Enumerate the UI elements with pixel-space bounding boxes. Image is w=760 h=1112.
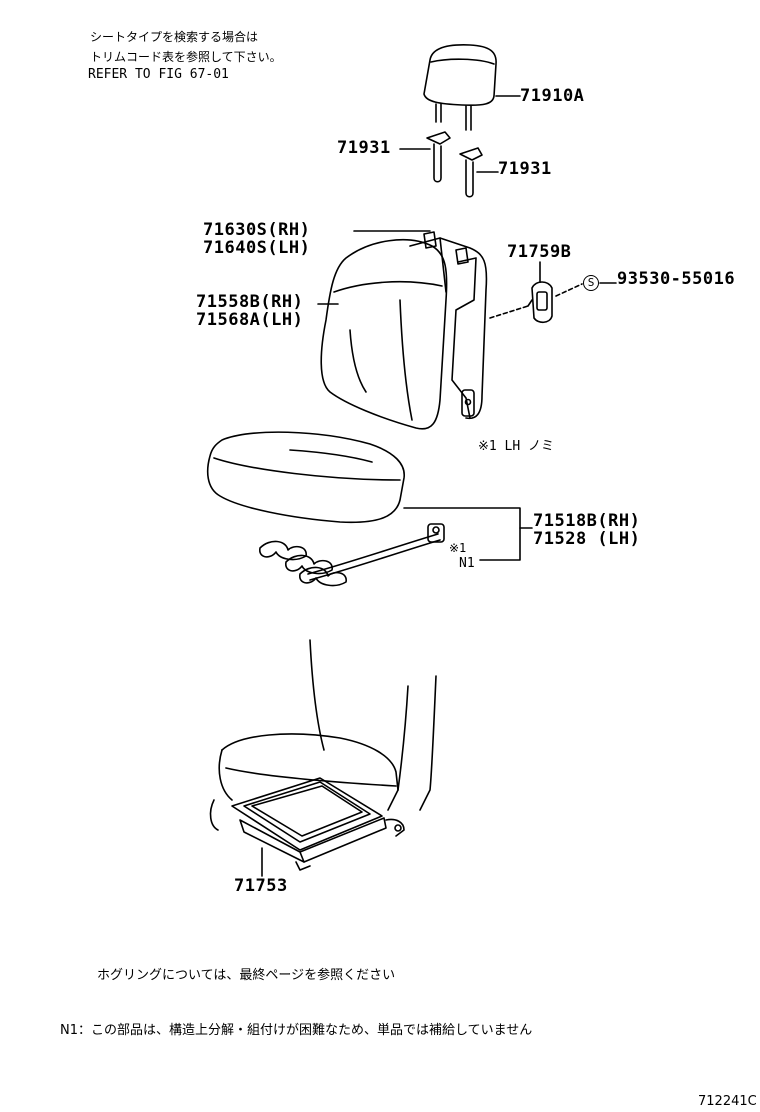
note-n1-not-supplied: N1：この部品は、構造上分解・組付けが困難なため、単品では補給していません [60, 1023, 533, 1038]
note-lh-only: ※1 LH ノミ [478, 439, 555, 454]
leader-cushion [403, 507, 521, 561]
label-back-cover-rh[interactable]: 71558B(RH) [196, 292, 304, 312]
hinge-cover-illustration [527, 281, 553, 324]
note-refer-to-fig: REFER TO FIG 67-01 [88, 67, 229, 82]
label-headrest-support-upper[interactable]: 71931 [337, 138, 391, 158]
ref-n1: N1 [459, 556, 475, 571]
leader-screw [555, 283, 583, 297]
label-tray[interactable]: 71753 [234, 876, 288, 896]
note-seat-type-search: シートタイプを検索する場合は [90, 30, 259, 44]
headrest-illustration [423, 44, 497, 131]
figure-id: 712241C [698, 1094, 757, 1109]
seat-assembly-illustration [209, 639, 437, 871]
label-back-frame-rh[interactable]: 71630S(RH) [203, 220, 311, 240]
headrest-support-illustration [426, 131, 483, 198]
leader-screw-axis [489, 305, 529, 319]
ref-mark-1: ※1 [449, 541, 467, 555]
label-hinge-cover[interactable]: 71759B [507, 242, 572, 262]
screw-symbol-badge: S [583, 275, 599, 291]
seat-back-illustration [320, 231, 488, 430]
label-headrest-support-lower[interactable]: 71931 [498, 159, 552, 179]
note-hog-ring: ホグリングについては、最終ページを参照ください [97, 968, 396, 983]
label-headrest[interactable]: 71910A [520, 86, 585, 106]
label-cushion-rh[interactable]: 71518B(RH) [533, 511, 641, 531]
label-back-cover-lh[interactable]: 71568A(LH) [196, 310, 304, 330]
label-screw[interactable]: 93530-55016 [617, 269, 736, 289]
cushion-wire-illustration [259, 523, 445, 587]
seat-cushion-illustration [206, 431, 405, 524]
label-back-frame-lh[interactable]: 71640S(LH) [203, 238, 311, 258]
note-trim-code-table: トリムコード表を参照して下さい。 [90, 50, 282, 64]
label-cushion-lh[interactable]: 71528 (LH) [533, 529, 641, 549]
